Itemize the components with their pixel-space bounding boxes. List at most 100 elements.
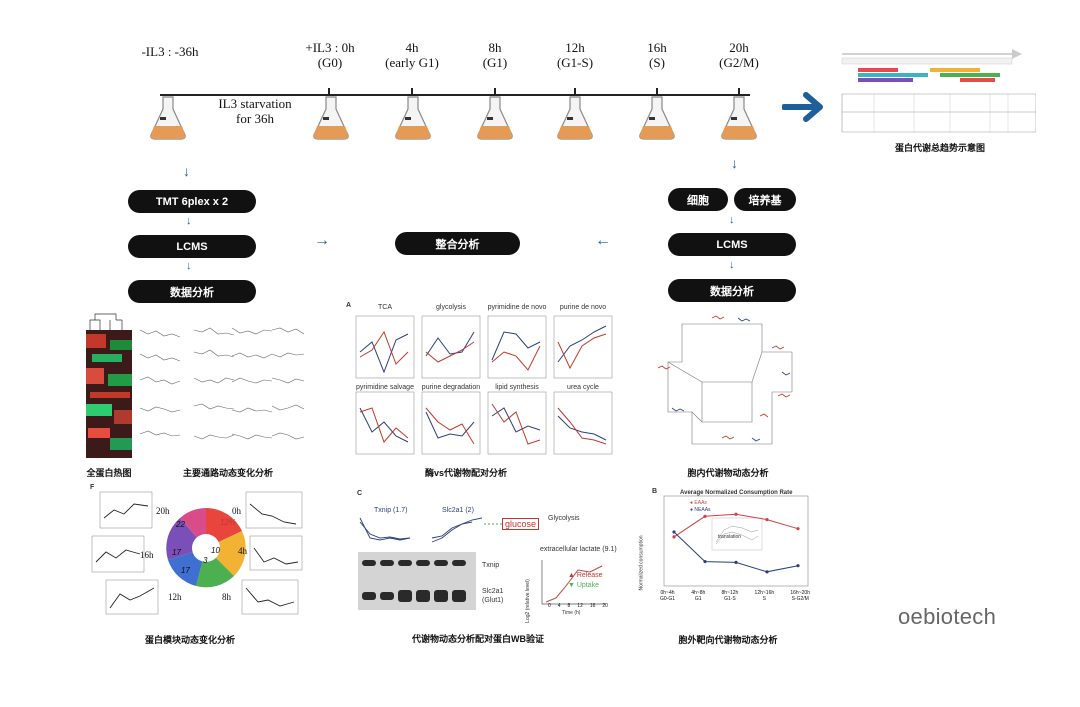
blot-label-txnip: Txnip xyxy=(482,562,500,569)
x-tick: 20 xyxy=(602,603,608,609)
timeline-tick xyxy=(574,88,576,96)
timeline-label-16h: 16h(S) xyxy=(647,40,667,70)
subplot-title: TCA xyxy=(378,304,392,311)
panel-a-tag: A xyxy=(346,302,352,309)
timeline-label-8h: 8h(G1) xyxy=(482,40,508,70)
glucose-box: glucose xyxy=(502,518,540,530)
lactate-chart xyxy=(541,560,606,605)
time-label-16h: 16h xyxy=(140,550,154,560)
inset-label: translation xyxy=(718,534,742,540)
subplot-title: pyrimidine de novo xyxy=(487,304,547,311)
pie-value: 17 xyxy=(172,548,181,557)
time-label-20h: 20h xyxy=(156,506,170,516)
flask-icon xyxy=(395,96,431,140)
timeline-tick xyxy=(738,88,740,96)
data-point xyxy=(796,527,800,531)
arrow-down-icon: ↓ xyxy=(731,155,738,171)
arrow-left-icon: ← xyxy=(595,232,611,249)
pathways-caption: 主要通路动态变化分析 xyxy=(182,468,273,478)
heatmap-caption: 全蛋白热图 xyxy=(86,468,132,478)
lactate-xlabel: Time (h) xyxy=(562,610,581,616)
x-tick: 0 xyxy=(548,603,551,609)
pie-value: 17 xyxy=(181,566,190,575)
legend-eaas: ● EAAs xyxy=(690,500,707,506)
subplot-title: purine de novo xyxy=(559,304,607,311)
time-label-0h: 0h xyxy=(232,506,241,516)
timeline-tick xyxy=(656,88,658,96)
trend-caption: 蛋白代谢总趋势示意图 xyxy=(894,143,985,153)
arrow-down-icon: ↓ xyxy=(186,215,192,227)
module-wheel xyxy=(91,491,303,615)
timeline-label-4h: 4h(early G1) xyxy=(385,40,439,70)
time-label-8h: 8h xyxy=(222,592,231,602)
analysis-step-left: 数据分析 xyxy=(128,280,256,303)
subplot-lines xyxy=(355,315,613,455)
data-point xyxy=(672,530,676,534)
flask-icon xyxy=(477,96,513,140)
arrow-down-icon: ↓ xyxy=(729,259,735,271)
arrow-down-icon: ↓ xyxy=(183,163,190,179)
legend-label: EAAs xyxy=(694,500,707,506)
glycolysis-label: Glycolysis xyxy=(548,515,580,522)
enzyme-metabolite-caption: 酶vs代谢物配对分析 xyxy=(424,468,507,478)
cell-step: 细胞 xyxy=(668,188,728,211)
lactate-xticks: 0 4 8 12 16 20 xyxy=(548,603,608,609)
release-label: Release xyxy=(576,572,603,579)
gene-txnip: Txnip (1.7) xyxy=(374,507,408,514)
x-tick: 12 xyxy=(577,603,583,609)
x-tick: 8 xyxy=(567,603,571,609)
pie-value: 3 xyxy=(203,556,208,565)
data-point xyxy=(703,559,707,564)
chart-title: Average Normalized Consumption Rate xyxy=(680,490,793,496)
panel-b-tag: B xyxy=(652,488,658,495)
pie-value: 22 xyxy=(176,520,185,529)
timeline-label-0h: +IL3 : 0h(G0) xyxy=(305,40,355,70)
data-point xyxy=(672,535,676,539)
panel-c-tag: C xyxy=(357,490,363,497)
lactate-ylabel: Log2 (relative level) xyxy=(524,579,531,623)
extracellular-caption: 胞外靶向代谢物动态分析 xyxy=(678,635,778,645)
x-tick: 4 xyxy=(557,603,561,609)
lactate-label: extracellular lactate (9.1) xyxy=(540,546,617,553)
gene-slc2a1: Slc2a1 (2) xyxy=(442,507,474,514)
intracellular-caption: 胞内代谢物动态分析 xyxy=(687,468,769,478)
timeline-label-start: -IL3 : -36h xyxy=(141,44,199,59)
flask-icon xyxy=(150,96,186,140)
metabolite-network xyxy=(657,315,793,445)
legend-label: NEAAs xyxy=(694,507,711,513)
panel-f-tag: F xyxy=(90,484,95,491)
arrow-right-icon xyxy=(782,92,823,122)
subplot-title: glycolysis xyxy=(436,304,466,311)
tmt-step: TMT 6plex x 2 xyxy=(128,190,256,213)
release-legend: ▲ Release xyxy=(568,572,603,579)
wb-caption: 代谢物动态分析配对蛋白WB验证 xyxy=(412,634,544,644)
pie-value: 10 xyxy=(211,546,220,555)
western-blot-image xyxy=(358,552,476,610)
flask-icon xyxy=(313,96,349,140)
gene-trend-lines xyxy=(359,517,502,543)
pie-value: 12% xyxy=(220,518,237,527)
data-point xyxy=(734,512,738,516)
subplot-title: lipid synthesis xyxy=(495,384,539,391)
x-tick: 16 xyxy=(589,603,596,609)
timeline-label-20h: 20h(G2/M) xyxy=(719,40,759,70)
subplot-title: urea cycle xyxy=(567,384,599,391)
lcms-step-right: LCMS xyxy=(668,233,796,256)
lcms-step-left: LCMS xyxy=(128,235,256,258)
legend-neaas: ● NEAAs xyxy=(690,507,711,513)
subplot-title: pyrimidine salvage xyxy=(356,384,414,391)
uptake-legend: ▼ Uptake xyxy=(568,582,600,589)
y-axis-label: Normalized consumption xyxy=(638,535,645,591)
flask-icon xyxy=(557,96,593,140)
data-point xyxy=(734,560,738,564)
flask-icon xyxy=(639,96,675,140)
arrow-down-icon: ↓ xyxy=(186,260,192,272)
analysis-step-right: 数据分析 xyxy=(668,279,796,302)
time-label-4h: 4h xyxy=(238,546,247,556)
blot-label-slc2a1: Slc2a1 xyxy=(482,588,504,595)
